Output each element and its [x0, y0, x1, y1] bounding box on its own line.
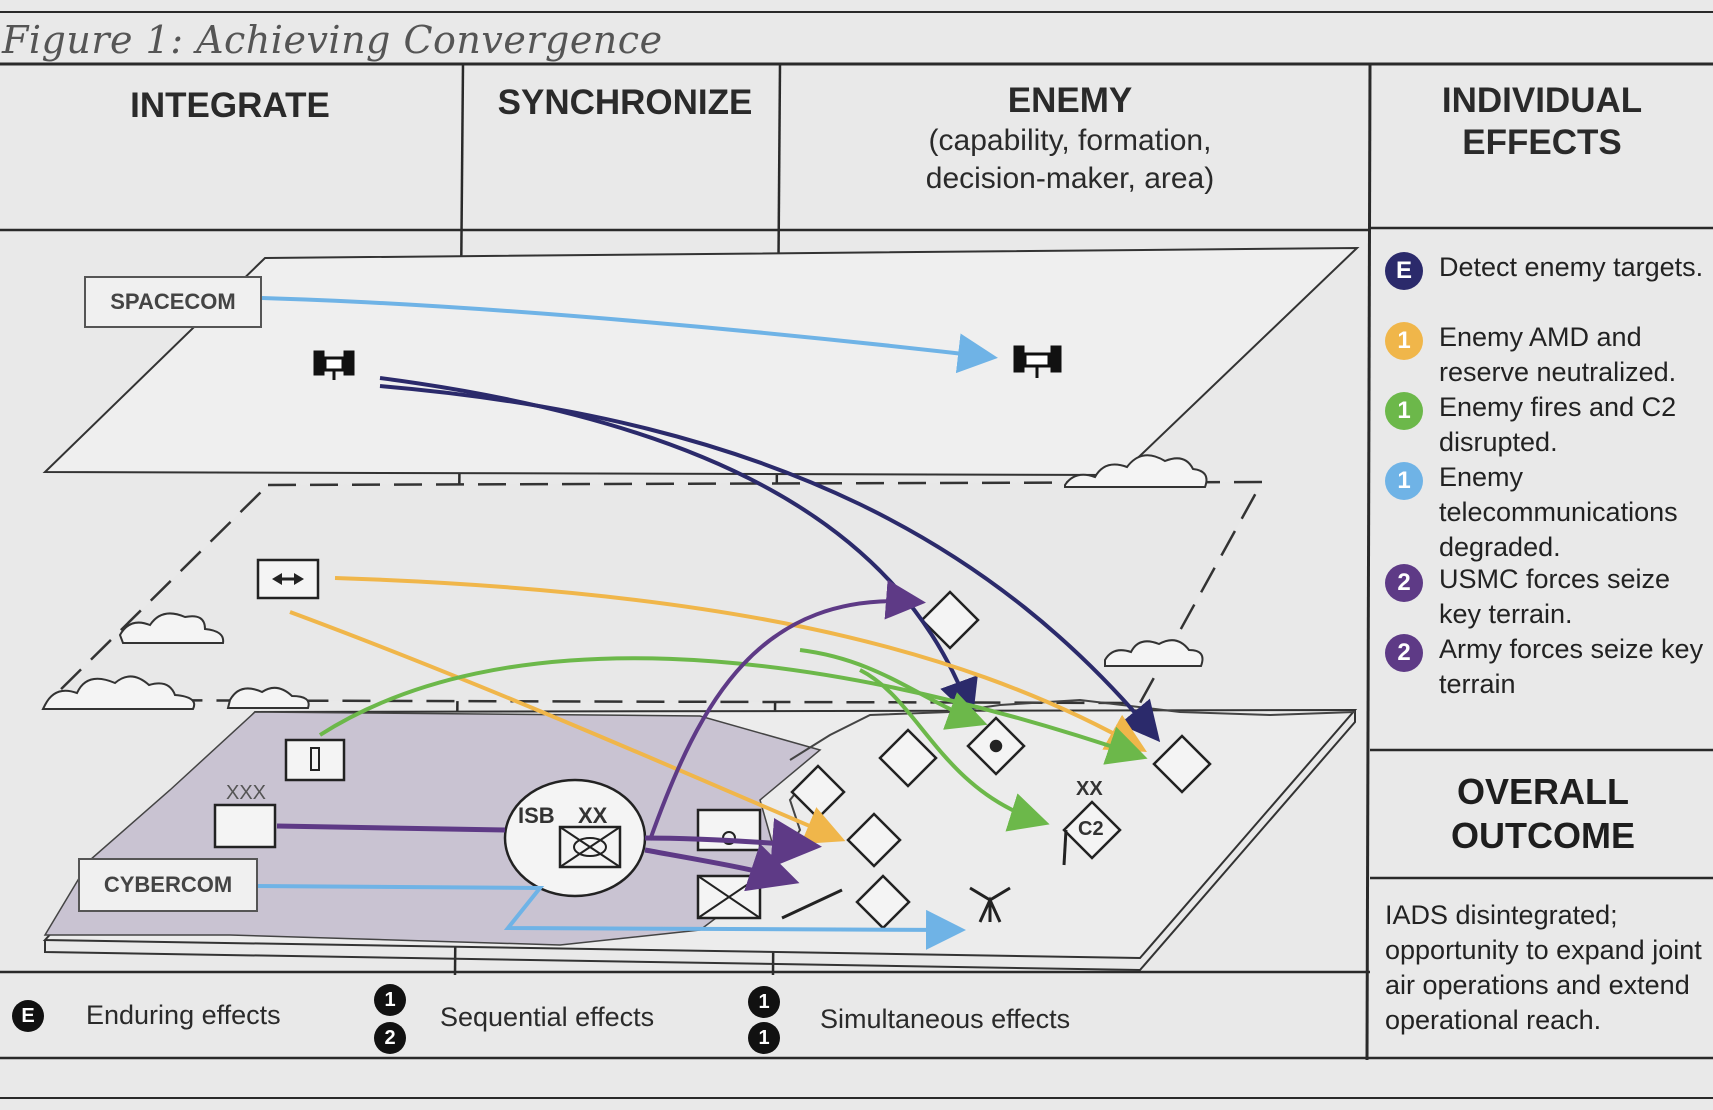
simultaneous-label: Simultaneous effects [820, 1004, 1071, 1034]
effect-badge: 1 [1385, 392, 1423, 430]
land-plane-edge [44, 710, 1356, 972]
integrate-header: INTEGRATE [130, 86, 330, 125]
overall-outcome-title-2: OUTCOME [1451, 814, 1635, 856]
arrow-air-orange-1 [334, 576, 1147, 752]
enemy-echelon-label: XX [1076, 778, 1103, 800]
corps-unit-icon [213, 803, 277, 849]
figure-title: Figure 1: Achieving Convergence [2, 18, 663, 62]
corps-echelon-label: XXX [226, 782, 267, 804]
arrow-purple-isb [648, 579, 926, 841]
enemy-satellite-icon [1013, 345, 1062, 378]
isb-label: ISB [518, 803, 555, 828]
effect-badge: 2 [1385, 564, 1423, 602]
enemy-air-defense-icon [969, 886, 1011, 923]
sequential-label: Sequential effects [440, 1002, 655, 1032]
effect-item: E Detect enemy targets. [1385, 250, 1710, 320]
effect-badge: 1 [1385, 322, 1423, 360]
individual-effects-title-1: INDIVIDUAL [1441, 81, 1643, 120]
arrow-purple-corps [276, 823, 506, 833]
arrow-space-dark-2 [379, 384, 1161, 743]
aircraft-unit-icon [256, 558, 320, 600]
isb-echelon-label: XX [578, 803, 608, 828]
effect-text: Enemy AMD and reserve neutralized. [1439, 322, 1677, 387]
effect-item: 2 Army forces seize key terrain [1385, 632, 1710, 702]
enemy-c2-label: C2 [1078, 818, 1104, 840]
enemy-title: ENEMY [1007, 81, 1133, 120]
arrow-cybercom-blue [254, 884, 966, 950]
clouds [41, 454, 1208, 710]
enemy-coastline [789, 698, 1356, 761]
enemy-subtitle: (capability, formation, decision-maker, … [925, 124, 1215, 195]
enduring-label: Enduring effects [86, 1000, 281, 1030]
arrow-air-orange-2 [289, 610, 846, 845]
overall-outcome-title-1: OVERALL [1456, 771, 1629, 812]
enduring-badge: E [12, 1000, 44, 1032]
individual-effects-title-2: EFFECTS [1462, 123, 1622, 162]
arrow-green-c2-1 [799, 648, 988, 730]
effect-item: 2 USMC forces seize key terrain. [1385, 562, 1710, 632]
effect-text: Army forces seize key terrain [1439, 634, 1704, 699]
effect-item: 1 Enemy fires and C2 disrupted. [1385, 390, 1710, 460]
effect-badge: E [1385, 252, 1423, 290]
overall-outcome-title: OVERALL OUTCOME [1373, 770, 1713, 858]
arrow-green-c2-2 [859, 668, 1050, 832]
spacecom-box: SPACECOM [84, 276, 262, 328]
synchronize-header: SYNCHRONIZE [497, 83, 753, 122]
individual-effects-list: E Detect enemy targets. 1 Enemy AMD and … [1385, 250, 1710, 702]
individual-effects-header: INDIVIDUAL EFFECTS [1372, 80, 1712, 164]
friendly-satellite-icon [313, 350, 355, 380]
enemy-header: ENEMY (capability, formation, decision-m… [880, 80, 1260, 197]
effect-text: USMC forces seize key terrain. [1439, 564, 1671, 629]
effect-text: Enemy fires and C2 disrupted. [1439, 392, 1677, 457]
arrow-green-fires [318, 656, 1148, 765]
effect-text: Enemy telecommunications degraded. [1439, 462, 1678, 562]
overall-outcome-text: IADS disintegrated; opportunity to expan… [1385, 900, 1702, 1035]
enemy-symbols [790, 590, 1212, 930]
simultaneous-badge-2: 1 [748, 1022, 780, 1054]
sequential-badge-2: 2 [374, 1022, 406, 1054]
effect-item: 1 Enemy AMD and reserve neutralized. [1385, 320, 1710, 390]
effect-badge: 2 [1385, 634, 1423, 672]
sequential-badge-1: 1 [374, 984, 406, 1016]
effect-badge: 1 [1385, 462, 1423, 500]
rocket-unit-icon [284, 738, 346, 782]
simultaneous-badge-1: 1 [748, 986, 780, 1018]
arrow-purple-infantry [644, 843, 800, 892]
effect-item: 1 Enemy telecommunications degraded. [1385, 460, 1710, 562]
cybercom-box: CYBERCOM [78, 858, 258, 912]
air-plane [46, 480, 1265, 705]
effect-text: Detect enemy targets. [1439, 252, 1704, 282]
arrow-spacecom-blue [261, 296, 998, 374]
